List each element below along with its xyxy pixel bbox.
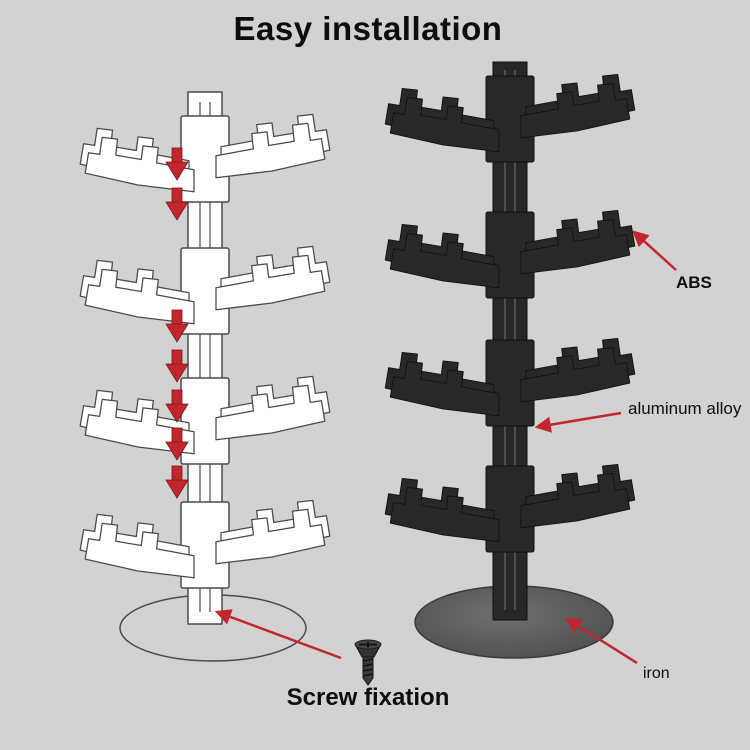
wireframe-hook-tier [80,500,330,588]
down-arrow-icon [165,465,189,499]
wireframe-stand [80,91,330,662]
label-abs: ABS [676,273,712,292]
abs-hook-tier [385,74,635,162]
label-iron: iron [643,665,670,682]
solid-stand [385,61,635,659]
label-aluminum-alloy: aluminum alloy [628,399,742,418]
wireframe-hook-tier [80,246,330,334]
wireframe-hook-tier [80,114,330,202]
label-screw-fixation: Screw fixation [286,684,450,711]
down-arrow-icon [165,349,189,383]
abs-hook-tier [385,210,635,298]
page-title: Easy installation [233,10,503,47]
aluminum-pointer-arrow [534,411,622,433]
abs-hook-tier [385,464,635,552]
wireframe-hook-tier [80,376,330,464]
screw-pointer-arrow [214,609,342,660]
abs-hook-tier [385,338,635,426]
annotation-arrows [214,230,677,665]
screw-icon [354,639,382,686]
abs-pointer-arrow [632,230,677,271]
iron-pointer-arrow [564,617,638,665]
